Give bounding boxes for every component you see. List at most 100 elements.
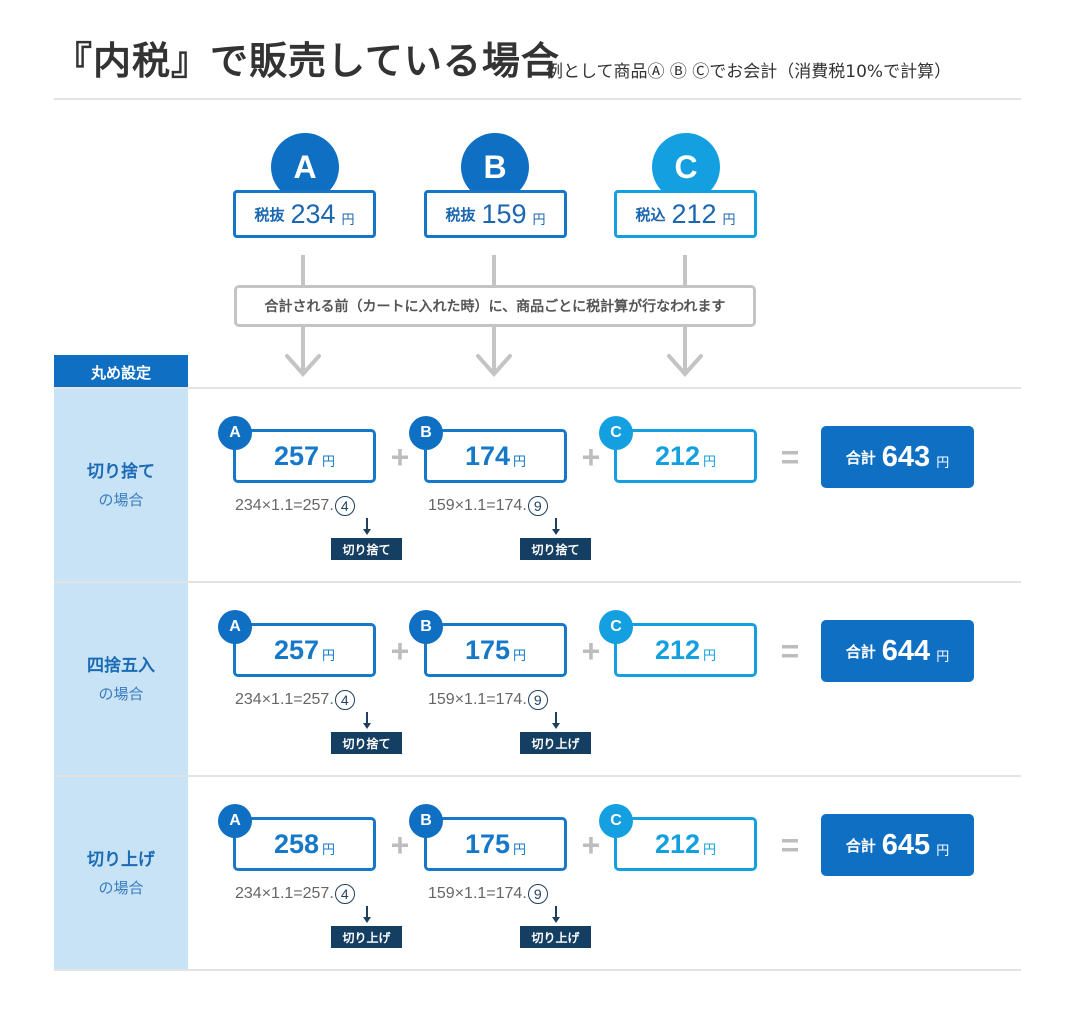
- total-yen: 円: [936, 843, 950, 859]
- value-box-c: 212 円: [614, 623, 757, 677]
- product-c-box: 税込 212 円: [614, 190, 757, 238]
- row-method-name: 切り上げ: [87, 850, 155, 870]
- arrow-down-icon: [476, 325, 512, 378]
- product-a-circle: A: [271, 133, 339, 201]
- connector-b: [492, 255, 496, 285]
- rounding-label: 切り捨て: [331, 732, 402, 754]
- calc-pointer-arrow-icon: [552, 917, 560, 923]
- calc-decimal-digit: 4: [334, 496, 355, 516]
- value-number: 212: [654, 634, 701, 665]
- value-number: 212: [654, 440, 701, 471]
- value-box-b: 175 円: [424, 623, 567, 677]
- product-b-circle: B: [461, 133, 529, 201]
- plus-sign: +: [581, 439, 601, 475]
- value-box-a: 258 円: [233, 817, 376, 871]
- calc-formula: 234×1.1=257.4: [235, 690, 355, 710]
- rounding-label: 切り捨て: [520, 538, 591, 560]
- rounding-label: 切り上げ: [520, 926, 591, 948]
- total-box: 合計 643 円: [821, 426, 974, 488]
- product-a-price: 234: [290, 198, 336, 229]
- page-title: 『内税』で販売している場合: [54, 39, 560, 83]
- total-yen: 円: [936, 649, 950, 665]
- row-method-sub: の場合: [98, 879, 144, 897]
- product-badge-b: B: [409, 610, 443, 644]
- calc-text: 159×1.1=174.: [428, 497, 527, 515]
- value-number: 175: [464, 828, 511, 859]
- row-label-cell: 切り捨て の場合: [54, 389, 188, 581]
- row-method-name: 切り捨て: [87, 462, 155, 482]
- value-yen: 円: [703, 842, 717, 858]
- calc-pointer-arrow-icon: [363, 723, 371, 729]
- total-value: 645: [881, 828, 931, 861]
- product-b-box: 税抜 159 円: [424, 190, 567, 238]
- value-yen: 円: [703, 648, 717, 664]
- product-a-label: 税抜: [254, 205, 285, 224]
- product-a-yen: 円: [341, 212, 355, 228]
- row-method-sub: の場合: [98, 491, 144, 509]
- calc-text: 234×1.1=257.: [235, 885, 334, 903]
- calc-pointer-line: [555, 518, 557, 530]
- calc-formula: 159×1.1=174.9: [428, 496, 548, 516]
- calc-pointer-arrow-icon: [363, 917, 371, 923]
- connector-c: [683, 255, 687, 285]
- row-divider: [54, 969, 1021, 971]
- product-b-label: 税抜: [445, 205, 476, 224]
- plus-sign: +: [581, 633, 601, 669]
- value-box-a: 257 円: [233, 623, 376, 677]
- calc-decimal-digit: 9: [527, 496, 548, 516]
- total-value: 644: [881, 634, 931, 667]
- rounding-label: 切り捨て: [331, 538, 402, 560]
- calc-decimal-digit: 4: [334, 884, 355, 904]
- connector-a: [301, 255, 305, 285]
- calc-pointer-arrow-icon: [363, 529, 371, 535]
- product-badge-a: A: [218, 416, 252, 450]
- calc-formula: 159×1.1=174.9: [428, 884, 548, 904]
- product-badge-c: C: [599, 804, 633, 838]
- total-label: 合計: [845, 642, 876, 661]
- calc-formula: 234×1.1=257.4: [235, 884, 355, 904]
- plus-sign: +: [390, 633, 410, 669]
- product-a-box: 税抜 234 円: [233, 190, 376, 238]
- total-yen: 円: [936, 455, 950, 471]
- product-c-circle: C: [652, 133, 720, 201]
- row-method-sub: の場合: [98, 685, 144, 703]
- calc-text: 234×1.1=257.: [235, 691, 334, 709]
- value-number: 257: [273, 634, 320, 665]
- calc-text: 159×1.1=174.: [428, 885, 527, 903]
- equals-sign: =: [780, 439, 800, 475]
- total-box: 合計 644 円: [821, 620, 974, 682]
- row-label-cell: 四捨五入 の場合: [54, 583, 188, 775]
- value-number: 258: [273, 828, 320, 859]
- calc-decimal-digit: 9: [527, 690, 548, 710]
- arrow-down-icon: [667, 325, 703, 378]
- value-yen: 円: [322, 842, 336, 858]
- calc-decimal-digit: 9: [527, 884, 548, 904]
- page-subtitle: 例として商品Ⓐ Ⓑ Ⓒでお会計（消費税10%で計算）: [546, 62, 952, 82]
- value-number: 174: [464, 440, 511, 471]
- value-number: 175: [464, 634, 511, 665]
- value-yen: 円: [703, 454, 717, 470]
- calc-pointer-arrow-icon: [552, 529, 560, 535]
- calc-decimal-digit: 4: [334, 690, 355, 710]
- product-badge-c: C: [599, 610, 633, 644]
- product-badge-b: B: [409, 416, 443, 450]
- rounding-label: 切り上げ: [520, 732, 591, 754]
- row-divider: [54, 387, 1021, 389]
- row-divider: [54, 775, 1021, 777]
- value-yen: 円: [513, 648, 527, 664]
- calc-text: 159×1.1=174.: [428, 691, 527, 709]
- row-label-cell: 切り上げ の場合: [54, 777, 188, 969]
- product-badge-c: C: [599, 416, 633, 450]
- rounding-setting-header: 丸め設定: [54, 355, 188, 389]
- product-c-yen: 円: [722, 212, 736, 228]
- total-box: 合計 645 円: [821, 814, 974, 876]
- product-b-price: 159: [481, 198, 527, 229]
- total-label: 合計: [845, 448, 876, 467]
- value-yen: 円: [513, 454, 527, 470]
- value-box-b: 174 円: [424, 429, 567, 483]
- row-method-name: 四捨五入: [87, 656, 155, 676]
- tax-note-box: 合計される前（カートに入れた時）に、商品ごとに税計算が行なわれます: [234, 285, 756, 327]
- calc-formula: 234×1.1=257.4: [235, 496, 355, 516]
- product-badge-a: A: [218, 610, 252, 644]
